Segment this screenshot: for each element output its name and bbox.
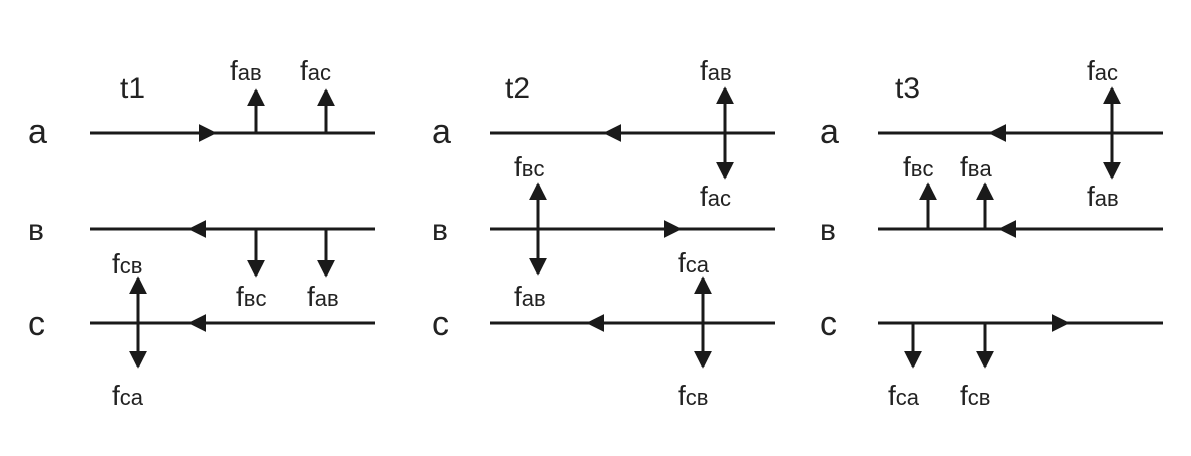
force-label: fвc — [903, 151, 933, 182]
force-label: fcв — [678, 380, 708, 411]
wire-label-c: c — [28, 305, 45, 343]
wire-label-c: c — [820, 305, 837, 343]
force-label: fcв — [112, 248, 142, 279]
force-label: faв — [307, 281, 339, 312]
time-label: t1 — [120, 72, 145, 105]
force-label: fвc — [236, 281, 266, 312]
force-label: faв — [514, 281, 546, 312]
wire-label-b: в — [432, 214, 448, 247]
force-label: fcв — [960, 380, 990, 411]
force-label: fac — [1087, 55, 1118, 86]
panel-t2: t2 a в c faв fac fвc faв fca fcв — [432, 55, 775, 411]
panel-t1: t1 a в c faв fac fвc faв fcв fca — [28, 55, 375, 411]
wire-label-a: a — [432, 113, 451, 151]
force-label: faв — [1087, 181, 1119, 212]
force-label: fac — [300, 55, 331, 86]
wire-label-a: a — [28, 113, 47, 151]
force-label: fca — [888, 380, 920, 411]
panel-t3: t3 a в c fac faв fвc fвa fca fcв — [820, 55, 1163, 411]
wire-label-b: в — [28, 214, 44, 247]
time-label: t3 — [895, 72, 920, 105]
wire-label-a: a — [820, 113, 839, 151]
time-label: t2 — [505, 72, 530, 105]
force-label: fвc — [514, 151, 544, 182]
wire-label-c: c — [432, 305, 449, 343]
force-label: fca — [112, 380, 144, 411]
force-label: fвa — [960, 151, 992, 182]
force-label: fca — [678, 247, 710, 278]
force-label: faв — [230, 55, 262, 86]
force-label: faв — [700, 55, 732, 86]
force-label: fac — [700, 181, 731, 212]
wire-label-b: в — [820, 214, 836, 247]
